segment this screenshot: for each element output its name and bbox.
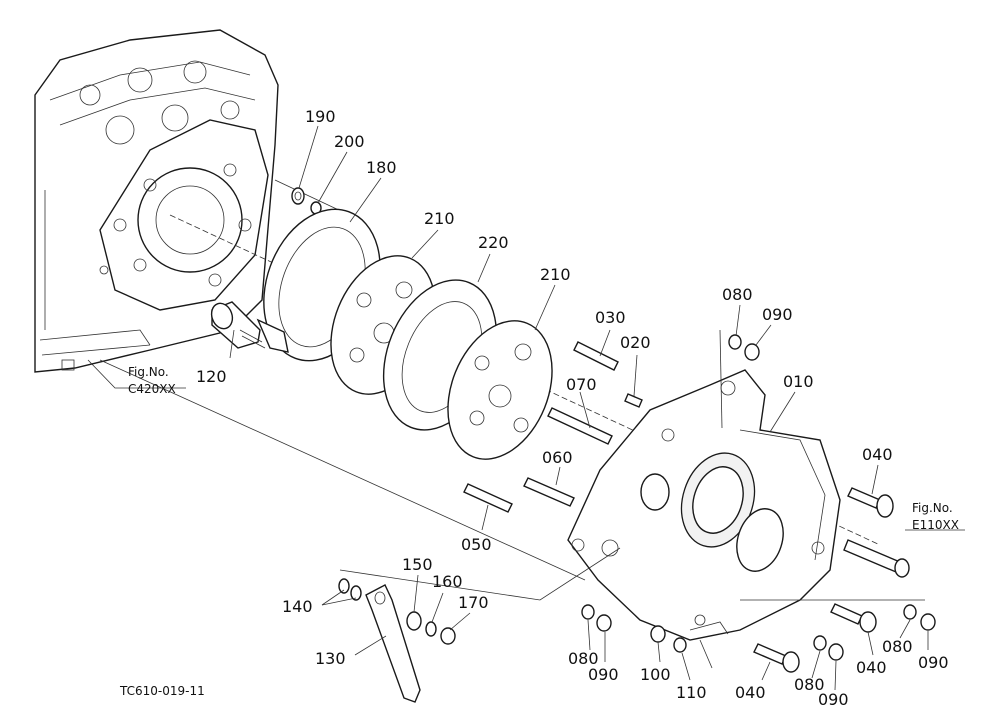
label-050: 050 [461,535,492,554]
label-110: 110 [676,683,707,702]
stud-060 [523,477,575,507]
spring-washer-160 [425,621,437,637]
disc-210-b [447,320,553,460]
housing-010 [567,369,841,641]
fig-ref-left-title: Fig.No. [128,365,169,379]
pin-020 [624,393,643,408]
label-070: 070 [566,375,597,394]
fig-ref-right-code: E110XX [912,518,959,532]
label-210-b: 210 [540,265,571,284]
label-080-a: 080 [722,285,753,304]
nut-090-a [744,343,760,361]
label-080-b: 080 [568,649,599,668]
label-120: 120 [196,367,227,386]
label-060: 060 [542,448,573,467]
washer-080-c [813,635,827,651]
fig-ref-left: Fig.No. C420XX [128,365,176,396]
bolt-040-a [847,487,894,518]
shaft-e110 [843,539,910,578]
bolt-040-c [753,643,800,673]
washer-150 [406,611,422,631]
label-160: 160 [432,572,463,591]
washer-080-d [903,604,917,620]
label-080-c: 080 [794,675,825,694]
washer-140 [338,578,362,601]
drawing-code: TC610-019-11 [119,684,205,698]
part-labels: 190 200 180 210 220 210 120 030 020 070 … [196,107,949,709]
label-140: 140 [282,597,313,616]
label-100: 100 [640,665,671,684]
label-180: 180 [366,158,397,177]
fig-ref-right: Fig.No. E110XX [912,501,959,532]
label-170: 170 [458,593,489,612]
label-150: 150 [402,555,433,574]
label-030: 030 [595,308,626,327]
shaft-120 [210,301,266,349]
label-040-b: 040 [735,683,766,702]
label-190: 190 [305,107,336,126]
stud-050 [463,483,513,513]
stud-070 [547,407,613,445]
label-040-a: 040 [862,445,893,464]
label-020: 020 [620,333,651,352]
label-010: 010 [783,372,814,391]
label-130: 130 [315,649,346,668]
lever-130 [365,584,421,703]
nut-170 [440,627,456,645]
nut-090-c [828,643,844,661]
nut-090-b [596,614,612,632]
nut-090-d [920,613,936,631]
washer-110 [673,637,687,653]
bolt-100 [650,625,666,643]
bolt-040-b [830,603,877,633]
label-220: 220 [478,233,509,252]
washer-080-b [581,604,595,620]
leader-lines [87,125,965,691]
nut-190 [291,187,305,205]
fig-ref-left-code: C420XX [128,382,176,396]
label-090-d: 090 [918,653,949,672]
washer-080-a [728,334,742,350]
label-090-c: 090 [818,690,849,709]
stud-030 [573,341,619,371]
label-210-a: 210 [424,209,455,228]
label-040-c: 040 [856,658,887,677]
label-090-a: 090 [762,305,793,324]
label-200: 200 [334,132,365,151]
label-090-b: 090 [588,665,619,684]
fig-ref-right-title: Fig.No. [912,501,953,515]
label-080-d: 080 [882,637,913,656]
engine-block [34,29,279,373]
